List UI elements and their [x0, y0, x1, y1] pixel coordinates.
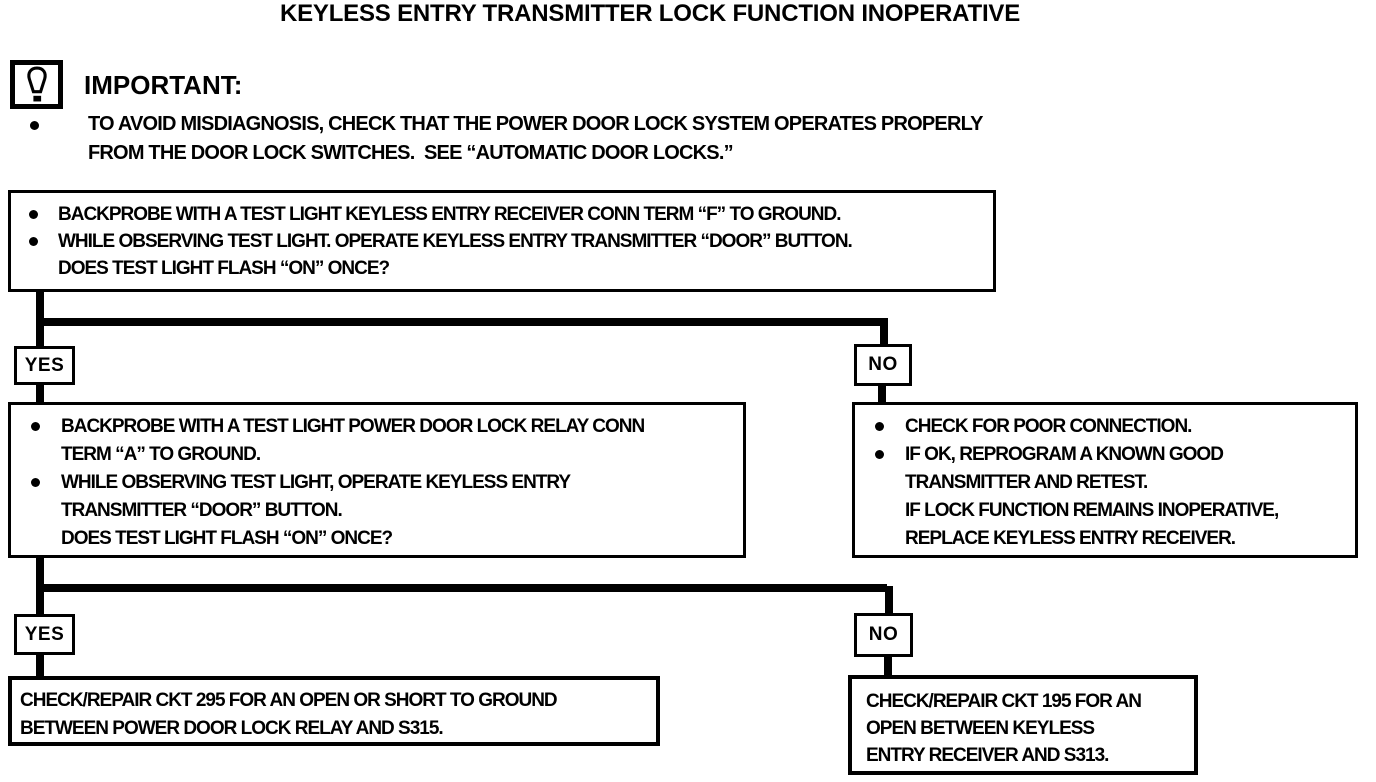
step-line: REPLACE KEYLESS ENTRY RECEIVER. [905, 528, 1236, 549]
connector-line [884, 655, 892, 677]
step-line: BACKPROBE WITH A TEST LIGHT POWER DOOR L… [61, 416, 645, 437]
step-item: IF OK, REPROGRAM A KNOWN GOOD TRANSMITTE… [875, 441, 1353, 553]
connector-line [878, 384, 886, 404]
bullet-icon [29, 237, 38, 246]
result-line: OPEN BETWEEN KEYLESS [866, 718, 1095, 739]
step-item: CHECK FOR POOR CONNECTION. [875, 413, 1353, 441]
bullet-icon [875, 450, 884, 459]
step-line: DOES TEST LIGHT FLASH “ON” ONCE? [58, 258, 390, 279]
bullet-icon [31, 478, 40, 487]
step-item: WHILE OBSERVING TEST LIGHT. OPERATE KEYL… [29, 228, 985, 282]
step-line: WHILE OBSERVING TEST LIGHT, OPERATE KEYL… [61, 472, 571, 493]
step-line: BACKPROBE WITH A TEST LIGHT KEYLESS ENTR… [58, 204, 842, 225]
step-line: IF LOCK FUNCTION REMAINS INOPERATIVE, [905, 500, 1279, 521]
step-line: TRANSMITTER AND RETEST. [905, 472, 1148, 493]
step-line: IF OK, REPROGRAM A KNOWN GOOD [905, 444, 1224, 465]
result-line: ENTRY RECEIVER AND S313. [866, 745, 1109, 766]
step-line: WHILE OBSERVING TEST LIGHT. OPERATE KEYL… [58, 231, 853, 252]
note-line: TO AVOID MISDIAGNOSIS, CHECK THAT THE PO… [88, 113, 984, 135]
important-icon [10, 60, 63, 109]
result-line: CHECK/REPAIR CKT 195 FOR AN [866, 691, 1142, 712]
no-label-1: NO [854, 344, 912, 386]
result-box-no: CHECK/REPAIR CKT 195 FOR AN OPEN BETWEEN… [848, 675, 1198, 775]
connector-line [36, 383, 44, 404]
connector-line [36, 653, 44, 678]
bullet-icon [30, 121, 39, 130]
bullet-icon [875, 422, 884, 431]
flow-box-step1: BACKPROBE WITH A TEST LIGHT KEYLESS ENTR… [8, 190, 996, 292]
step-item: WHILE OBSERVING TEST LIGHT, OPERATE KEYL… [31, 469, 737, 553]
flow-box-step2-no: CHECK FOR POOR CONNECTION. IF OK, REPROG… [852, 402, 1358, 558]
step-line: TRANSMITTER “DOOR” BUTTON. [61, 500, 343, 521]
no-label-2: NO [854, 613, 913, 657]
important-heading: IMPORTANT: [84, 70, 243, 100]
yes-label-2: YES [14, 614, 75, 655]
step-line: DOES TEST LIGHT FLASH “ON” ONCE? [61, 528, 393, 549]
note-line: FROM THE DOOR LOCK SWITCHES. SEE “AUTOMA… [88, 142, 734, 164]
step-line: TERM “A” TO GROUND. [61, 444, 261, 465]
connector-line [36, 584, 887, 592]
flow-box-step2-yes: BACKPROBE WITH A TEST LIGHT POWER DOOR L… [8, 402, 746, 558]
connector-line [36, 318, 888, 326]
step-item: BACKPROBE WITH A TEST LIGHT KEYLESS ENTR… [29, 201, 985, 228]
page-title: KEYLESS ENTRY TRANSMITTER LOCK FUNCTION … [279, 0, 1021, 27]
connector-line [880, 320, 888, 346]
yes-label-1: YES [14, 346, 75, 385]
result-box-yes: CHECK/REPAIR CKT 295 FOR AN OPEN OR SHOR… [8, 676, 660, 746]
result-line: CHECK/REPAIR CKT 295 FOR AN OPEN OR SHOR… [20, 690, 558, 711]
step-item: BACKPROBE WITH A TEST LIGHT POWER DOOR L… [31, 413, 737, 469]
step-line: CHECK FOR POOR CONNECTION. [905, 416, 1192, 437]
bullet-icon [29, 210, 38, 219]
exclamation-icon [26, 66, 47, 102]
connector-line [885, 586, 893, 615]
important-note: TO AVOID MISDIAGNOSIS, CHECK THAT THE PO… [88, 110, 984, 168]
result-line: BETWEEN POWER DOOR LOCK RELAY AND S315. [20, 718, 444, 739]
bullet-icon [31, 422, 40, 431]
